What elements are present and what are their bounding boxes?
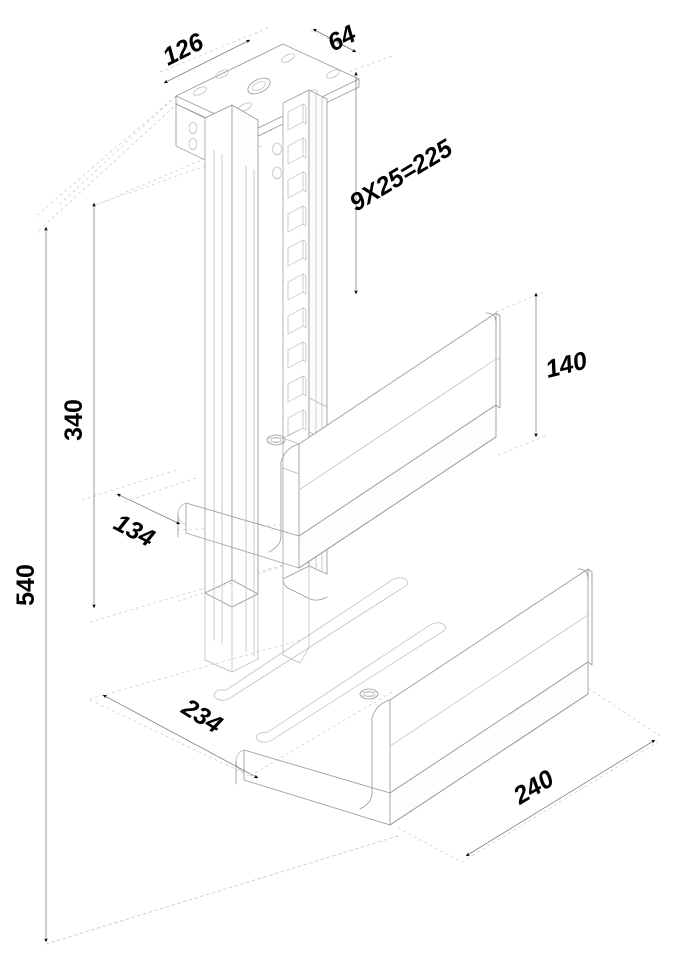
dimension-340-label: 340 (60, 399, 88, 441)
dimension-134-label: 134 (109, 509, 159, 553)
dimension-9x25-label: 9X25=225 (345, 134, 459, 218)
rail-slots (287, 103, 307, 437)
dimension-240: 240 (465, 739, 656, 857)
dimension-126-label: 126 (158, 27, 209, 71)
dimension-340: 340 (60, 202, 96, 609)
dimension-234: 234 (102, 693, 259, 779)
square-vertical-post (204, 104, 259, 657)
dimension-64: 64 (312, 20, 361, 57)
ceiling-mount-plate (175, 43, 360, 180)
dimension-134: 134 (109, 493, 181, 553)
dimension-140: 140 (534, 292, 590, 438)
dimension-540: 540 (12, 226, 48, 943)
dimension-9x25: 9X25=225 (345, 71, 459, 295)
cpu-cradle-upper (177, 312, 501, 569)
dimension-140-label: 140 (543, 347, 590, 384)
lower-support-rods (204, 592, 259, 673)
dimension-540-label: 540 (12, 564, 40, 606)
